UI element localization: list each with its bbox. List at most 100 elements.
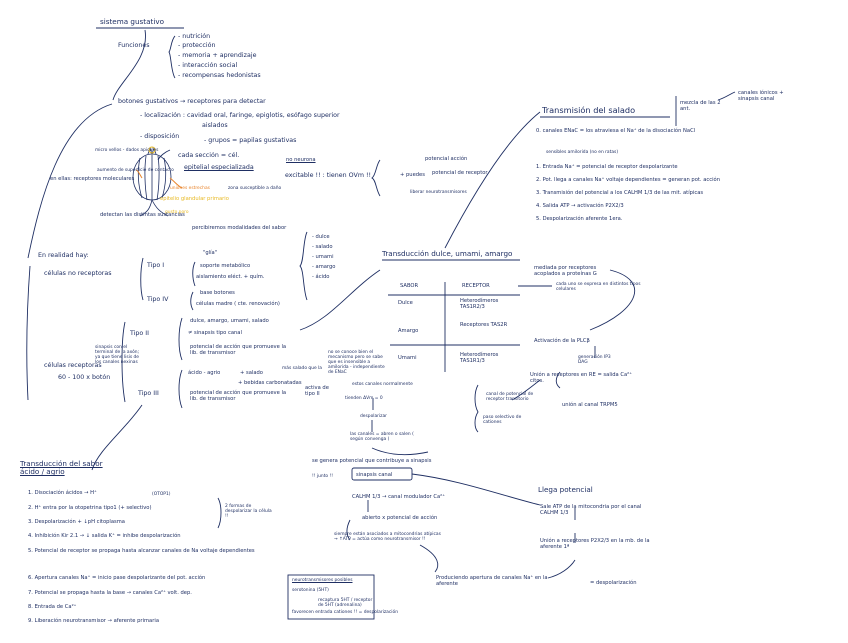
union-p2x: Unión a receptores P2X2/3 en la mb. de l… xyxy=(540,538,665,550)
tienden: tienden ΔVm = 0 xyxy=(345,396,383,401)
acido-step: 3. Despolarización + ↓pH citoplasma xyxy=(28,519,125,525)
salado-step: 2. Pot. llega a canales Na⁺ voltaje depe… xyxy=(536,177,720,183)
no-neurona: no neurona xyxy=(286,157,316,163)
activacion-plc: Activación de la PLCβ xyxy=(534,338,590,344)
cada-seccion: cada sección = cél. xyxy=(178,152,239,159)
aislamiento: aislamiento eléct. + quím. xyxy=(196,274,265,280)
funcion-item: - protección xyxy=(178,42,215,49)
epitelial-especializada: epitelial especializada xyxy=(184,164,254,171)
llega-potencial: Llega potencial xyxy=(538,486,593,494)
legend-item: serotonina (5HT) xyxy=(292,588,329,593)
botones-main: botones gustativos → receptores para det… xyxy=(118,98,266,105)
canales-ionicos: canales iónicos + sinapsis canal xyxy=(738,90,798,102)
microvellos-label: micro vellos - dados apicales xyxy=(95,148,158,153)
excitable: excitable !! : tienen OVm !! xyxy=(285,172,371,179)
salado-step: 3. Transmisión del potencial a los CALHM… xyxy=(536,190,703,196)
legend-item: recaptura 5HT / receptor de 5HT (adrenal… xyxy=(318,598,373,608)
generacion-ip3: generación IP3 DAG xyxy=(578,355,618,365)
puedes: + puedes xyxy=(400,172,425,178)
tipo-3: Tipo III xyxy=(138,390,159,397)
sabor-item: - salado xyxy=(312,244,333,250)
acido-step: 8. Entrada de Ca²⁺ xyxy=(28,604,76,610)
botones-disposicion: - disposición xyxy=(140,133,179,140)
potencial-accion-note: potencial acción xyxy=(425,156,467,162)
acido-step: 6. Apertura canales Na⁺ = inicio pase de… xyxy=(28,575,205,581)
estos-canales: estos canales normalmente xyxy=(352,382,413,387)
no-receptoras: células no receptoras xyxy=(44,270,112,277)
funciones-label: Funciones xyxy=(118,42,149,49)
aumento-superficie: aumento de superficie de contacto xyxy=(97,168,174,173)
table-header: SABOR xyxy=(400,283,418,289)
acido-step: 9. Liberación neurotransmisor → aferente… xyxy=(28,618,159,624)
tipo3-salado: + salado xyxy=(240,370,263,376)
salado-mezcla: mezcla de las 2 ant. xyxy=(680,100,724,112)
sabor-item: - dulce xyxy=(312,234,330,240)
potencial-receptor-note: potencial de receptor xyxy=(432,170,488,176)
table-cell: Amargo xyxy=(398,328,418,334)
glia: "glía" xyxy=(203,250,217,256)
nota-lateral: sinapsis con el terminal de la axón; ya … xyxy=(95,345,145,365)
realidad-title: En realidad hay: xyxy=(38,252,89,259)
uniones-estrechas: uniones estrechas xyxy=(170,186,210,191)
soporte: soporte metabólico xyxy=(200,263,250,269)
salado-step: 1. Entrada Na⁺ = potencial de receptor d… xyxy=(536,164,678,170)
otop-note: (OTOP1) xyxy=(152,492,170,497)
legend-item: favorecen entrada cationes !! = despolar… xyxy=(292,610,398,615)
sabor-item: - amargo xyxy=(312,264,335,270)
acido-step: 4. Inhibición Kir 2.1 → ↓ salida K⁺ = in… xyxy=(28,533,181,539)
botones-aislados: aislados xyxy=(202,122,228,129)
genera-potencial: se genera potencial que contribuye a sin… xyxy=(312,458,431,464)
acido-title: Transducción del sabor ácido / agrio xyxy=(20,460,110,476)
abierto-potencial: abierto x potencial de acción xyxy=(362,515,437,521)
sabor-item: - ácido xyxy=(312,274,329,280)
tipo-1: Tipo I xyxy=(147,262,164,269)
botones-grupos: - grupos = papilas gustativas xyxy=(204,137,296,144)
table-cell: Heterodímeros TAS1R2/3 xyxy=(460,298,518,310)
detectan: detectan las distintas sustancias xyxy=(100,212,185,218)
acido-bracket: 2 formas de despolarizar la célula !! xyxy=(225,504,275,519)
table-cell: Dulce xyxy=(398,300,413,306)
sabor-item: - umami xyxy=(312,254,334,260)
table-header: RECEPTOR xyxy=(462,283,490,289)
en-ellas-receptores: en ellas: receptores moleculares xyxy=(50,176,134,182)
epitelio-poro: epitelio glandular primario xyxy=(160,196,229,202)
activa-tipo: activa de tipo II xyxy=(305,385,337,397)
acido-step: 1. Disociación ácidos → H⁺ xyxy=(28,490,97,496)
tipo2-potencial: potencial de acción que promueve la lib.… xyxy=(190,344,290,356)
legend-title: neurotransmisores posibles xyxy=(292,578,353,583)
union-re: Unión a receptores en RE = salida Ca²⁺ c… xyxy=(530,372,640,384)
mediada: mediada por receptores acoplados a prote… xyxy=(534,265,614,277)
junto: !! junto !! xyxy=(312,474,333,479)
union-trpm5: unión al canal TRPM5 xyxy=(562,402,618,408)
funcion-item: - interacción social xyxy=(178,62,237,69)
receptoras-num: 60 - 100 x botón xyxy=(58,374,110,381)
sale-atp: Sale ATP de la mitocondria por el canal … xyxy=(540,504,660,516)
acido-step: 2. H⁺ entra por la otopetrina tipo1 (+ s… xyxy=(28,505,152,511)
paso-cationes: paso selectivo de cationes xyxy=(483,415,535,425)
siempre-mitocondrias: siempre están asociados a mitocondrias a… xyxy=(334,532,442,542)
uniones-desc: zona susceptible a daño xyxy=(228,186,281,191)
salado-title: Transmisión del salado xyxy=(542,106,635,115)
tipo2-sinapsis: ≠ sinapsis tipo canal xyxy=(188,330,242,336)
botones-localizacion: - localización : cavidad oral, faringe, … xyxy=(140,112,340,119)
liberar-nt: liberar neurotransmisores xyxy=(410,190,467,195)
table-cell: Heterodímeros TAS1R1/3 xyxy=(460,352,518,364)
sensibles-amilorida: sensibles amilorida (no en ratas) xyxy=(546,150,618,155)
dulce-title: Transducción dulce, umami, amargo xyxy=(382,250,512,258)
funcion-item: - nutrición xyxy=(178,33,210,40)
tipo-4: Tipo IV xyxy=(147,296,168,303)
funcion-item: - recompensas hedonistas xyxy=(178,72,261,79)
tipo2-sabores: dulce, amargo, umami, salado xyxy=(190,318,269,324)
acido-step: 7. Potencial se propaga hasta la base → … xyxy=(28,590,192,596)
base-botones: base botones xyxy=(200,290,235,296)
table-cell: Receptores TAS2R xyxy=(460,322,518,328)
tipo-2: Tipo II xyxy=(130,330,149,337)
tipo3-bebidas: + bebidas carbonatadas xyxy=(238,380,302,386)
cada-uno: cada uno se expresa en distintos tipos c… xyxy=(556,282,646,292)
despolarizacion: = despolarización xyxy=(590,580,637,586)
produciendo: Produciendo apertura de canales Na⁺ en l… xyxy=(436,575,556,587)
salado-step: 5. Despolarización aferente 1era. xyxy=(536,216,622,222)
salado-step: 4. Salida ATP → activación P2X2/3 xyxy=(536,203,624,209)
page-title: sistema gustativo xyxy=(100,18,164,26)
